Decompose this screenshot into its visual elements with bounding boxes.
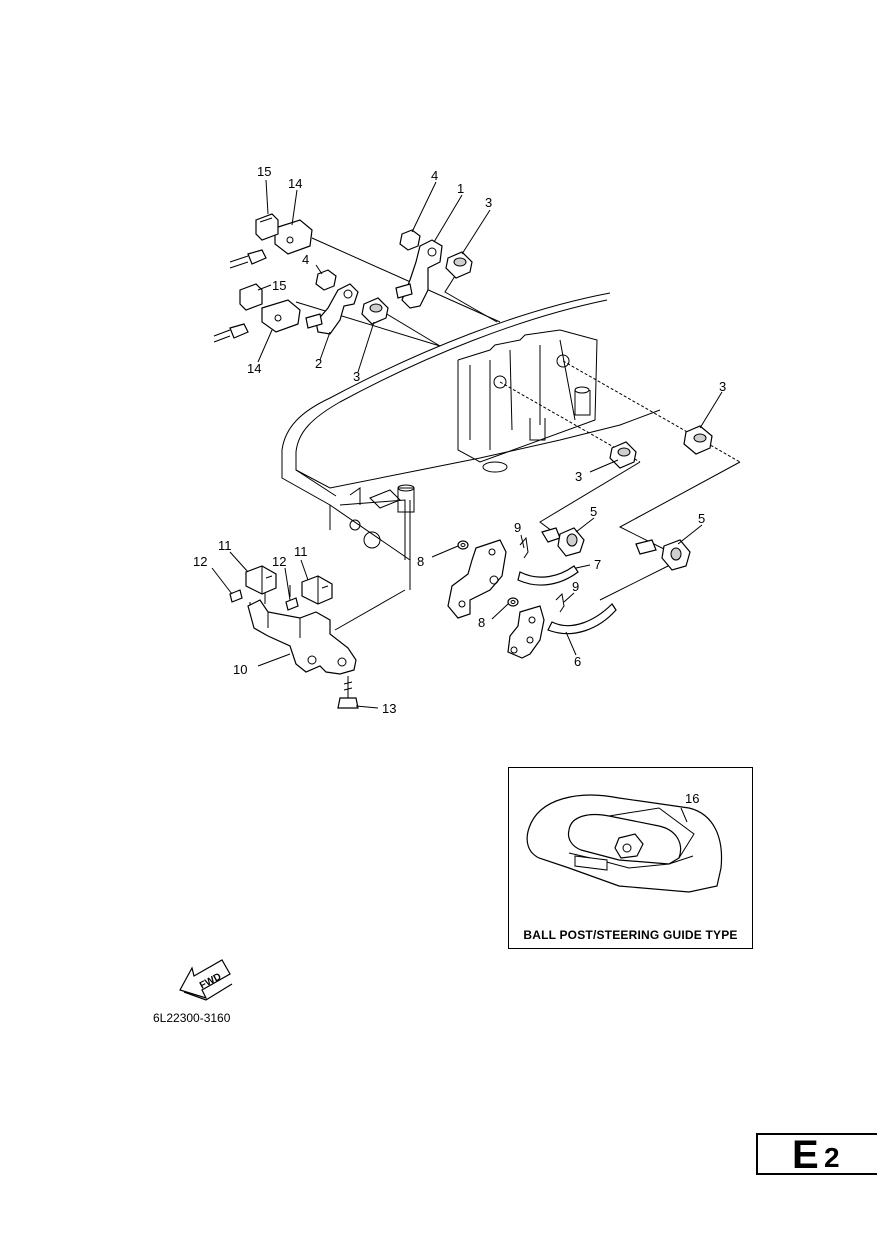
throttle-lever: [447, 539, 507, 619]
pin-9-lower: [555, 592, 565, 613]
callout-8-lower: 8: [478, 615, 485, 630]
section-letter: E: [792, 1133, 819, 1177]
pin-12-right: [285, 597, 299, 611]
inset-ball-post-steering-guide: 16 BALL POST/STEERING GUIDE TYPE: [508, 767, 753, 949]
callout-13: 13: [382, 701, 396, 716]
cable-bracket-10: [247, 599, 357, 675]
callout-10: 10: [233, 662, 247, 677]
rod-6: [547, 603, 617, 635]
cable-joint-14-lower: [261, 299, 301, 333]
bushing-3-d: [683, 425, 713, 455]
callout-3-d: 3: [719, 379, 726, 394]
callout-2: 2: [315, 356, 322, 371]
clip-15-upper: [255, 213, 279, 241]
clip-15-lower: [239, 283, 263, 311]
clamp-11-left: [245, 565, 277, 595]
ball-post-5-left: [541, 527, 585, 557]
callout-15-lower: 15: [272, 278, 286, 293]
steering-guide-drawing: 16: [526, 791, 723, 893]
callout-5-right: 5: [698, 511, 705, 526]
nut-4-lower: [315, 269, 337, 291]
callout-3-c: 3: [575, 469, 582, 484]
callout-15-upper: 15: [257, 164, 271, 179]
nut-4-upper: [399, 229, 421, 251]
shift-lever: [507, 605, 545, 659]
bushing-3-c: [609, 441, 637, 469]
page-section-tag: E 2: [756, 1133, 877, 1175]
bushing-3-a: [445, 251, 473, 279]
ball-post-5-right: [635, 539, 691, 571]
clamp-11-right: [301, 575, 333, 605]
callout-14-upper: 14: [288, 176, 302, 191]
callout-7: 7: [594, 557, 601, 572]
callout-4-lower: 4: [302, 252, 309, 267]
washer-8-upper: [457, 540, 469, 550]
cable-joint-14-upper: [274, 219, 313, 255]
link-2: [305, 283, 359, 335]
callout-12-left: 12: [193, 554, 207, 569]
callout-14-lower: 14: [247, 361, 261, 376]
mount-bracket: [457, 329, 598, 473]
callout-16: 16: [685, 791, 699, 806]
callout-9-upper: 9: [514, 520, 521, 535]
document-code: 6L22300-3160: [153, 1011, 231, 1025]
callout-3-a: 3: [485, 195, 492, 210]
bottom-cowling: [281, 292, 661, 590]
throttle-cable-upper: [229, 249, 267, 269]
rod-7: [517, 565, 579, 586]
callout-1: 1: [457, 181, 464, 196]
bushing-3-b: [361, 297, 389, 325]
callout-labels: 15 14 4 1 3 4 15 14 2 3 3 3 9 5 5 8 7 9 …: [193, 164, 726, 716]
callout-9-lower: 9: [572, 579, 579, 594]
callout-leaders: [211, 179, 723, 709]
callout-4-upper: 4: [431, 168, 438, 183]
callout-11-right: 11: [294, 544, 308, 559]
bolt-13: [337, 676, 359, 709]
callout-6: 6: [574, 654, 581, 669]
callout-12-right: 12: [272, 554, 286, 569]
callout-11-left: 11: [218, 538, 232, 553]
fwd-arrow-icon: FWD: [179, 959, 233, 1001]
section-number: 2: [824, 1142, 840, 1173]
shift-cable-lower: [213, 323, 249, 343]
washer-8-lower: [507, 597, 519, 607]
callout-8-upper: 8: [417, 554, 424, 569]
inset-caption: BALL POST/STEERING GUIDE TYPE: [523, 928, 738, 942]
callout-3-b: 3: [353, 369, 360, 384]
pin-12-left: [229, 589, 243, 603]
callout-5-left: 5: [590, 504, 597, 519]
link-1: [395, 239, 443, 309]
